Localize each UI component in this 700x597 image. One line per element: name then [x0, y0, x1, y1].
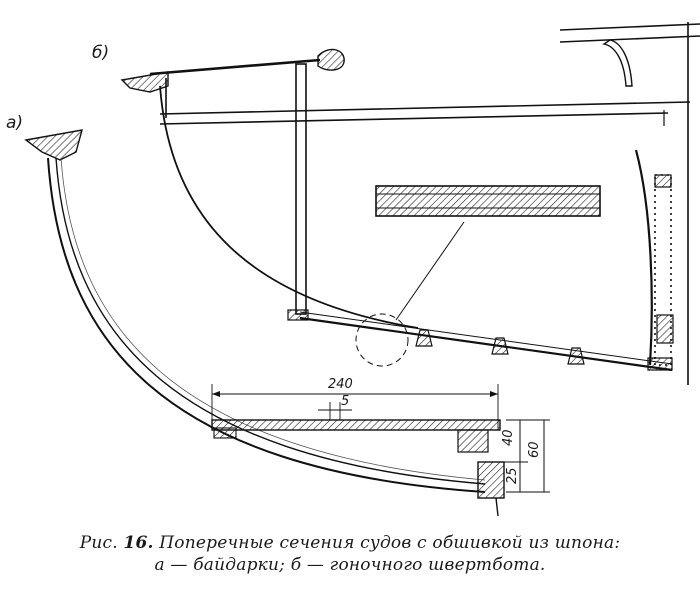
caption-line-1: Рис. 16. Поперечные сечения судов с обши… — [0, 532, 700, 554]
caption-prefix: Рис. — [79, 533, 118, 553]
kayak-section — [24, 129, 505, 517]
centreboard-block-top — [654, 174, 672, 188]
dinghy-thwart-top — [159, 101, 691, 115]
top-rail-bracket — [602, 39, 633, 87]
dim-label-25: 25 — [505, 467, 520, 484]
figure-caption: Рис. 16. Поперечные сечения судов с обши… — [0, 532, 700, 576]
dinghy-bottom-outer — [299, 316, 673, 372]
kayak-hull-liner — [60, 157, 486, 481]
dim-label-240: 240 — [328, 377, 353, 392]
top-rail-lower — [559, 35, 700, 43]
dinghy-bottom-inner — [299, 311, 673, 365]
cross-section-drawing: 240 5 40 60 25 а) б) — [6, 22, 700, 517]
dinghy-section — [120, 22, 700, 385]
dim-label-5: 5 — [341, 394, 349, 409]
label-section-a: а) — [6, 113, 23, 133]
detail-callout-circle — [355, 313, 409, 367]
dinghy-deck-line — [149, 58, 321, 76]
caption-line-2: а — байдарки; б — гоночного швертбота. — [154, 555, 546, 575]
floor-block-2 — [491, 337, 509, 355]
dinghy-coaming — [317, 48, 345, 71]
kayak-hull-outer — [47, 157, 486, 493]
dim-left-piece — [213, 427, 237, 439]
label-section-b: б) — [92, 43, 109, 63]
centreboard-block-bottom — [647, 357, 673, 371]
caption-number: 16. — [123, 533, 154, 553]
detail-plank — [375, 185, 601, 217]
floor-block-1 — [415, 329, 433, 347]
centreboard-block-mid — [656, 314, 674, 344]
dim-keel-piece — [457, 429, 489, 453]
dim-plank — [211, 419, 501, 431]
detail-leader-line — [395, 221, 465, 321]
kayak-keel-block — [477, 461, 505, 499]
dim-label-60: 60 — [527, 441, 542, 458]
kayak-hull-inner — [55, 157, 486, 485]
kayak-gunwale-block — [24, 129, 83, 161]
caption-title: Поперечные сечения судов с обшивкой из ш… — [159, 533, 621, 553]
drawing-canvas: 240 5 40 60 25 а) б) — [6, 22, 700, 517]
dimension-detail: 240 5 40 60 25 — [211, 377, 550, 493]
dinghy-post-foot — [287, 309, 309, 321]
centreboard — [634, 149, 653, 366]
floor-block-3 — [567, 347, 585, 365]
top-rail-upper — [559, 23, 700, 31]
dinghy-vertical-post — [295, 63, 307, 315]
keel-stem — [495, 497, 499, 517]
dim-label-40: 40 — [501, 429, 516, 446]
dinghy-thwart-bottom — [159, 112, 669, 125]
dinghy-hull-side — [159, 85, 419, 329]
planking-detail — [355, 185, 601, 367]
